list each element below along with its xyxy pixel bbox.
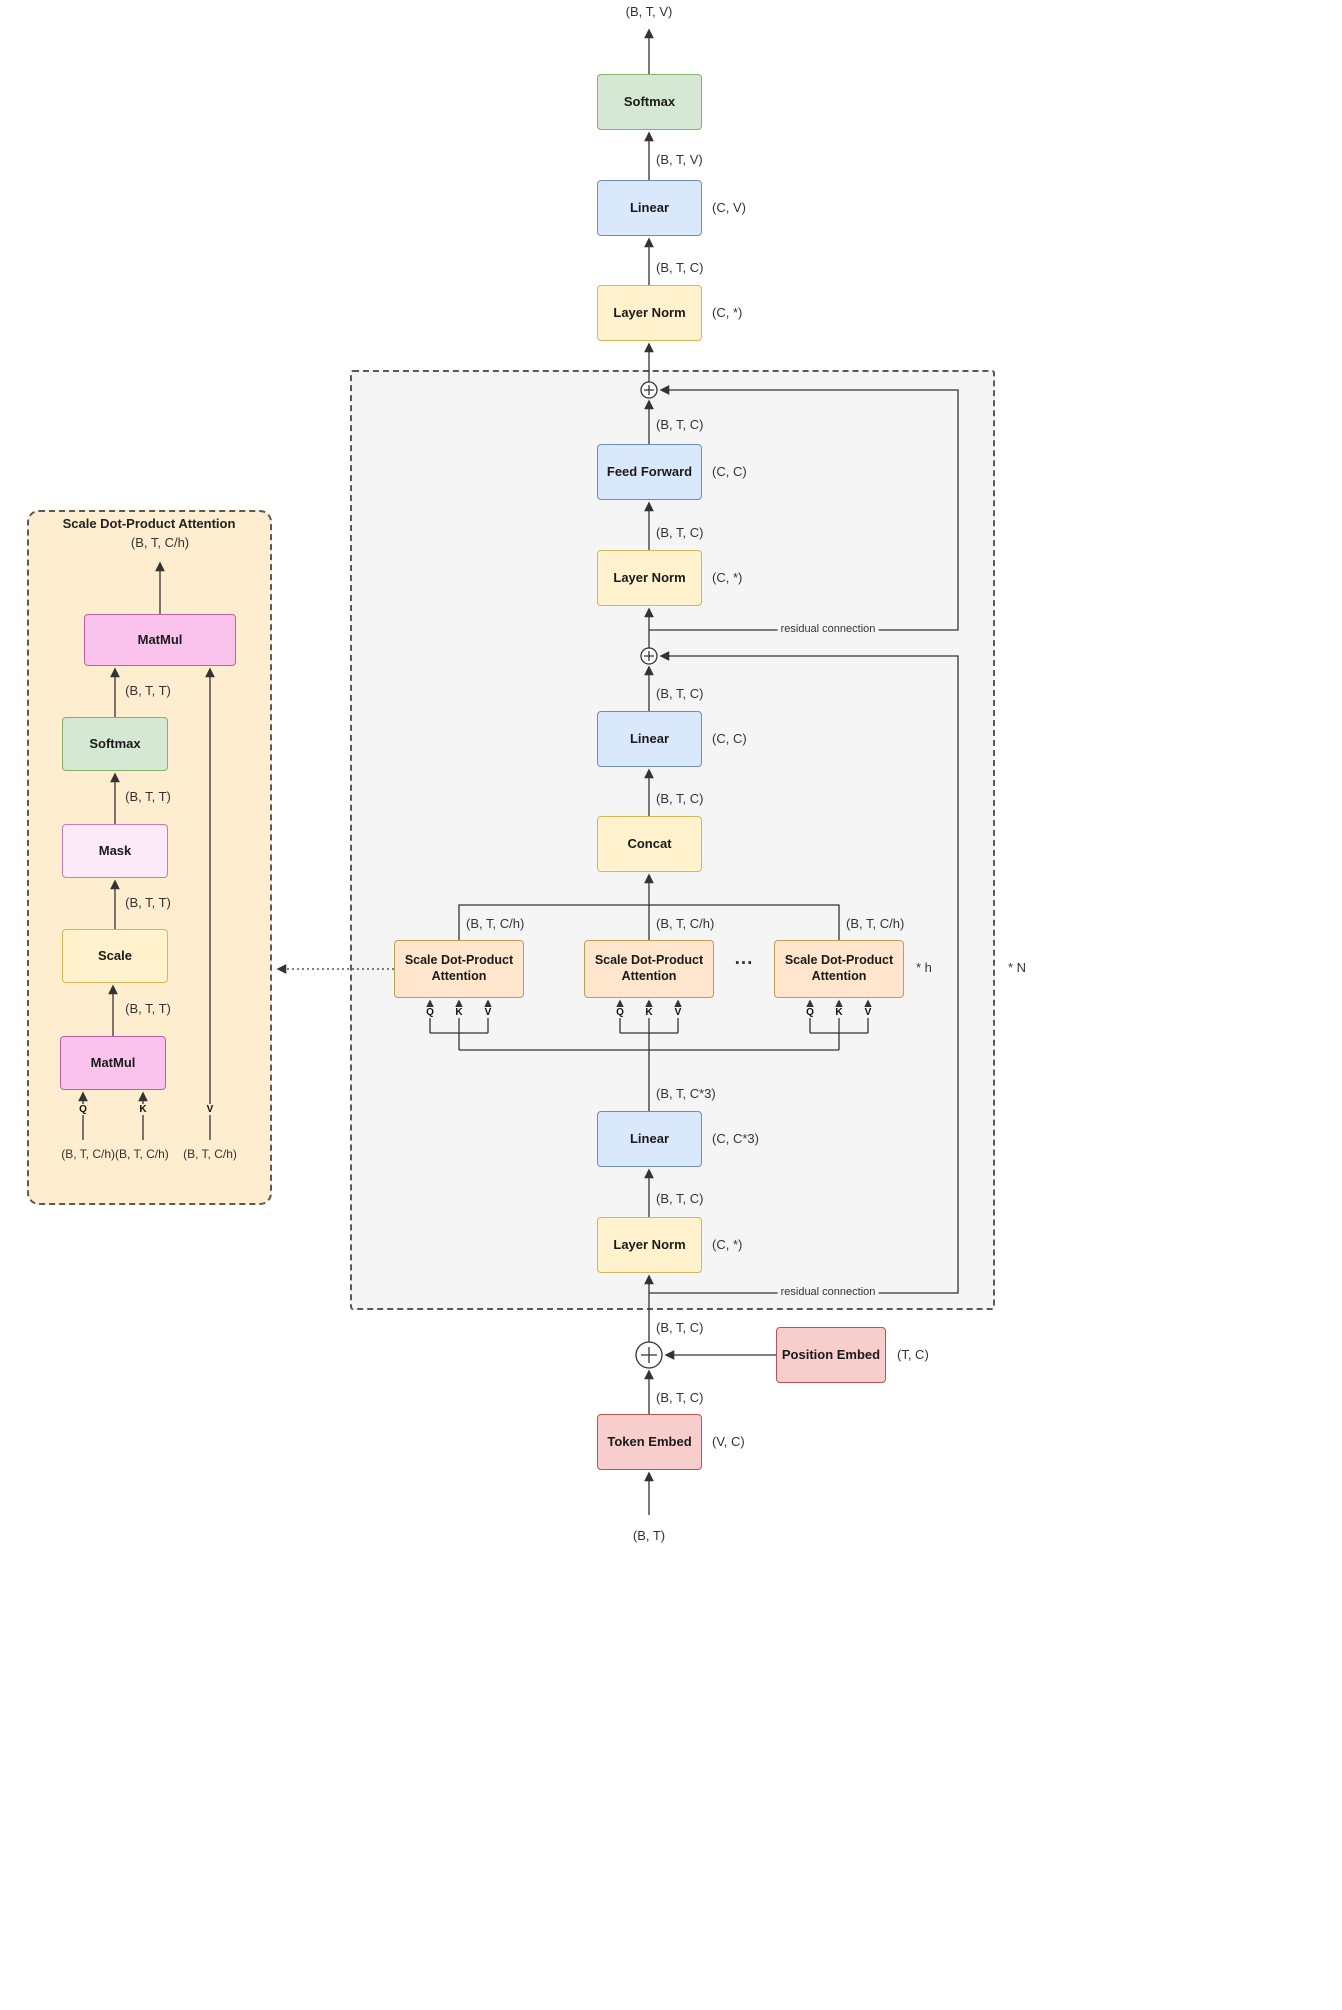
shape-label: (B, T, C*3): [656, 1086, 716, 1101]
detail-v-label: V: [204, 1104, 216, 1115]
node-attention-head-3: Scale Dot-Product Attention: [774, 940, 904, 998]
node-softmax-output: Softmax: [597, 74, 702, 130]
shape-label: (B, T, C): [656, 791, 704, 806]
ellipsis-label: ...: [734, 948, 754, 969]
detail-shape-label: (B, T, T): [125, 683, 171, 698]
times-n-label: * N: [1008, 960, 1027, 975]
shape-label-head3-out: (B, T, C/h): [846, 916, 905, 931]
node-concat: Concat: [597, 816, 702, 872]
head1-k-label: K: [452, 1007, 466, 1018]
detail-shape-label: (B, T, T): [125, 789, 171, 804]
detail-node-softmax: Softmax: [62, 717, 168, 771]
shape-label: (B, T, C): [656, 1390, 704, 1405]
node-attention-head-2: Scale Dot-Product Attention: [584, 940, 714, 998]
node-token-embed: Token Embed: [597, 1414, 702, 1470]
node-layer-norm-2: Layer Norm: [597, 550, 702, 606]
detail-k-label: K: [137, 1104, 149, 1115]
detail-q-label: Q: [77, 1104, 89, 1115]
detail-node-matmul-qk: MatMul: [60, 1036, 166, 1090]
node-position-embed: Position Embed: [776, 1327, 886, 1383]
detail-panel-title: Scale Dot-Product Attention: [62, 516, 236, 531]
plus-glyph-3: [641, 1347, 657, 1363]
residual-label-attn: residual connection: [777, 1286, 879, 1298]
weight-label-ln-final: (C, *): [712, 305, 743, 320]
weight-label-linear-proj: (C, C): [712, 731, 747, 746]
plus-glyph-2: [644, 651, 654, 661]
head2-v-label: V: [671, 1007, 685, 1018]
detail-node-matmul-output: MatMul: [84, 614, 236, 666]
shape-label: (B, T, C): [656, 686, 704, 701]
detail-shape-qk-inputs: (B, T, C/h)(B, T, C/h): [61, 1147, 169, 1161]
shape-label: (B, T, V): [656, 152, 703, 167]
head3-k-label: K: [832, 1007, 846, 1018]
weight-label-ln1: (C, *): [712, 1237, 743, 1252]
node-feed-forward: Feed Forward: [597, 444, 702, 500]
node-linear-proj: Linear: [597, 711, 702, 767]
detail-node-mask: Mask: [62, 824, 168, 878]
head2-k-label: K: [642, 1007, 656, 1018]
node-attention-head-1: Scale Dot-Product Attention: [394, 940, 524, 998]
shape-label-final-output: (B, T, V): [625, 4, 673, 19]
head3-v-label: V: [861, 1007, 875, 1018]
weight-label-token-embed: (V, C): [712, 1434, 745, 1449]
times-h-label: * h: [916, 960, 932, 975]
shape-label: (B, T, C): [656, 1191, 704, 1206]
head3-q-label: Q: [803, 1007, 817, 1018]
weight-label-ln2: (C, *): [712, 570, 743, 585]
node-layer-norm-1: Layer Norm: [597, 1217, 702, 1273]
detail-node-scale: Scale: [62, 929, 168, 983]
node-linear-output: Linear: [597, 180, 702, 236]
detail-shape-v-input: (B, T, C/h): [183, 1147, 237, 1161]
node-linear-qkv: Linear: [597, 1111, 702, 1167]
head2-q-label: Q: [613, 1007, 627, 1018]
shape-label-head1-out: (B, T, C/h): [466, 916, 525, 931]
shape-label: (B, T, C): [656, 417, 704, 432]
shape-label: (B, T, C): [656, 260, 704, 275]
shape-label-head2-out: (B, T, C/h): [656, 916, 715, 931]
head1-q-label: Q: [423, 1007, 437, 1018]
detail-shape-output: (B, T, C/h): [130, 535, 190, 550]
shape-label: (B, T, C): [656, 1320, 704, 1335]
weight-label-linear-out: (C, V): [712, 200, 746, 215]
weight-label-ff: (C, C): [712, 464, 747, 479]
residual-label-ffn: residual connection: [777, 623, 879, 635]
detail-shape-label: (B, T, T): [125, 1001, 171, 1016]
head1-v-label: V: [481, 1007, 495, 1018]
weight-label-linear-qkv: (C, C*3): [712, 1131, 759, 1146]
detail-shape-label: (B, T, T): [125, 895, 171, 910]
weight-label-pos-embed: (T, C): [897, 1347, 929, 1362]
shape-label-input: (B, T): [632, 1528, 666, 1543]
qkv-risers: [458, 1033, 840, 1050]
shape-label: (B, T, C): [656, 525, 704, 540]
plus-glyph-1: [644, 385, 654, 395]
node-layer-norm-final: Layer Norm: [597, 285, 702, 341]
